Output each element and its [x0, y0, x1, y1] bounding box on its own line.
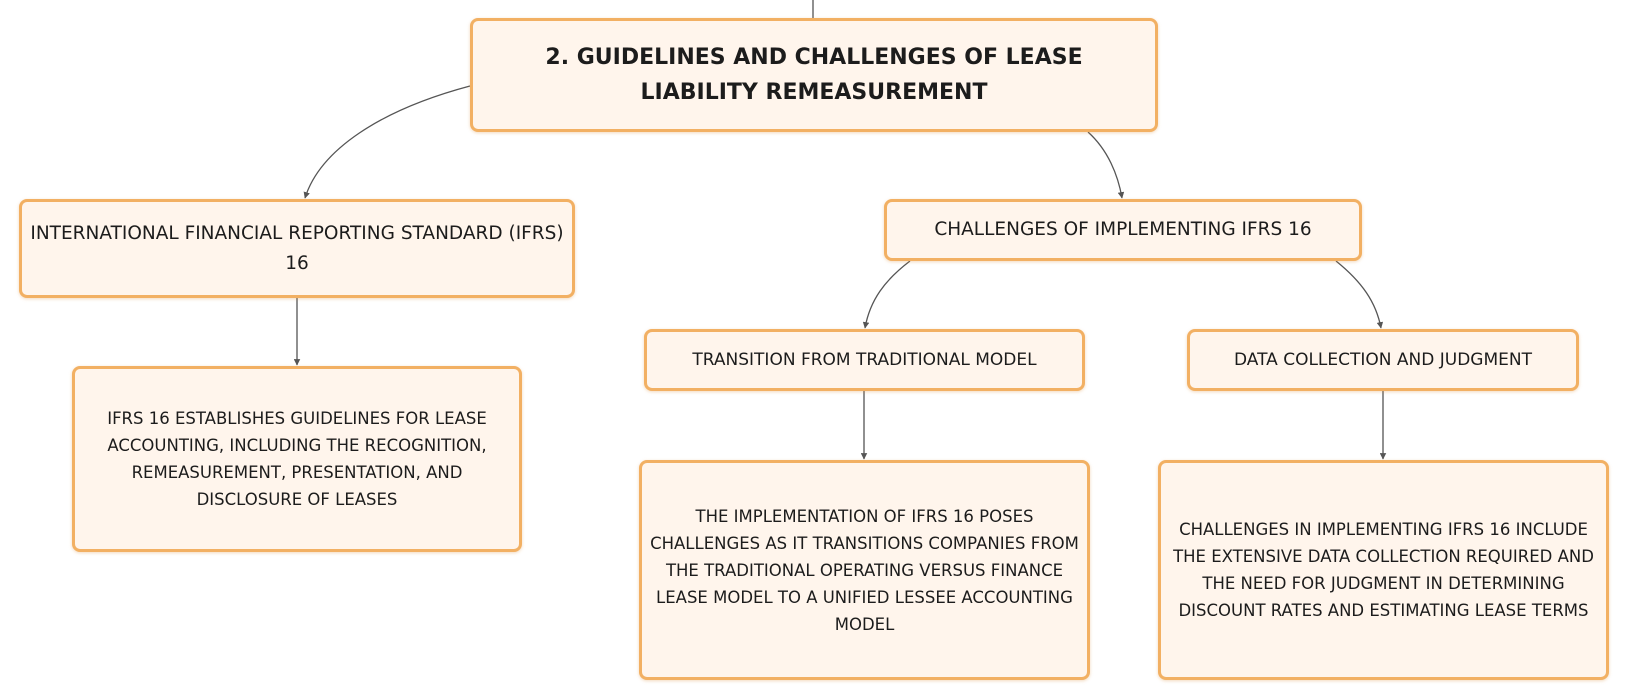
transition-description-node[interactable]: THE IMPLEMENTATION OF IFRS 16 POSES CHAL… — [639, 460, 1090, 680]
root-topic-label: 2. GUIDELINES AND CHALLENGES OF LEASE LI… — [545, 45, 1083, 105]
transition-topic-node[interactable]: TRANSITION FROM TRADITIONAL MODEL — [644, 329, 1085, 391]
transition-topic-label: TRANSITION FROM TRADITIONAL MODEL — [692, 349, 1037, 370]
challenges-topic-node[interactable]: CHALLENGES OF IMPLEMENTING IFRS 16 — [884, 199, 1362, 261]
data-collection-description-node[interactable]: CHALLENGES IN IMPLEMENTING IFRS 16 INCLU… — [1158, 460, 1609, 680]
data-collection-topic-node[interactable]: DATA COLLECTION AND JUDGMENT — [1187, 329, 1579, 391]
ifrs-description-node[interactable]: IFRS 16 ESTABLISHES GUIDELINES FOR LEASE… — [72, 366, 522, 552]
transition-description-text: THE IMPLEMENTATION OF IFRS 16 POSES CHAL… — [650, 506, 1079, 634]
root-topic-node[interactable]: 2. GUIDELINES AND CHALLENGES OF LEASE LI… — [470, 18, 1158, 132]
connector-root-to-challenges — [1087, 131, 1125, 199]
ifrs-description-text: IFRS 16 ESTABLISHES GUIDELINES FOR LEASE… — [107, 409, 487, 509]
connector-challenges-to-transition — [862, 260, 911, 329]
data-collection-description-text: CHALLENGES IN IMPLEMENTING IFRS 16 INCLU… — [1173, 520, 1594, 620]
connector-root-to-ifrs — [303, 85, 471, 199]
data-collection-topic-label: DATA COLLECTION AND JUDGMENT — [1234, 349, 1532, 370]
challenges-topic-label: CHALLENGES OF IMPLEMENTING IFRS 16 — [934, 219, 1312, 240]
connector-challenges-to-data — [1335, 260, 1384, 329]
ifrs-topic-node[interactable]: INTERNATIONAL FINANCIAL REPORTING STANDA… — [19, 199, 575, 298]
ifrs-topic-label: INTERNATIONAL FINANCIAL REPORTING STANDA… — [30, 222, 564, 274]
